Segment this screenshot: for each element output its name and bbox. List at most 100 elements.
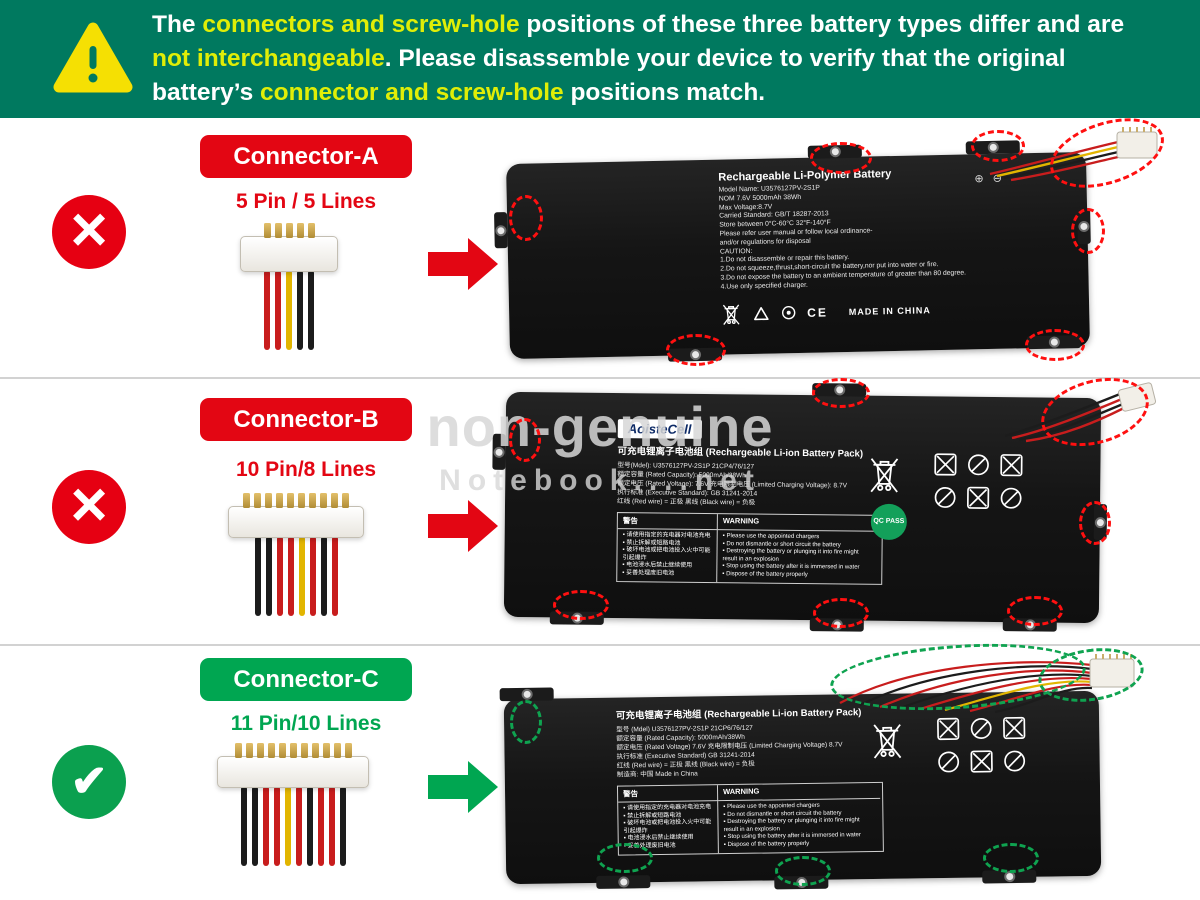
mount-tab bbox=[494, 212, 508, 249]
pin bbox=[276, 493, 283, 508]
wire bbox=[264, 270, 270, 350]
not-compatible-icon: × bbox=[52, 470, 126, 544]
wire bbox=[284, 786, 291, 866]
prohibition-icon bbox=[1004, 750, 1026, 772]
text-line: Dispose of the battery properly bbox=[722, 571, 874, 580]
connector-c-photo bbox=[217, 743, 369, 866]
qc-pass-sticker: QC PASS bbox=[870, 503, 908, 541]
screw-hole-highlight bbox=[510, 700, 542, 744]
prohibition-icon bbox=[970, 750, 993, 773]
battery-c-image: 可充电锂离子电池组 (Rechargeable Li-ion Battery P… bbox=[499, 687, 1102, 890]
not-compatible-icon: × bbox=[52, 195, 126, 269]
connector-c-pin-count: 11 Pin/10 Lines bbox=[230, 712, 382, 735]
banner-text-segment: positions match. bbox=[563, 79, 766, 106]
connector-pins bbox=[234, 743, 352, 758]
battery-a-image: Rechargeable Li-Polymer Battery Model Na… bbox=[494, 140, 1091, 362]
pin bbox=[265, 493, 272, 508]
wire bbox=[297, 270, 303, 350]
wire bbox=[254, 536, 261, 616]
battery-a-icons: CE MADE IN CHINA bbox=[721, 295, 1009, 327]
pin bbox=[254, 493, 261, 508]
row-connector-c: Connector-C 11 Pin/10 Lines ✔ 可充电锂离子电池组 … bbox=[0, 636, 1200, 900]
warning-header-cn: 警告 bbox=[617, 513, 718, 531]
pin bbox=[333, 743, 341, 758]
wire bbox=[287, 536, 294, 616]
screw-hole-highlight bbox=[983, 843, 1039, 873]
pin bbox=[331, 493, 338, 508]
pin bbox=[274, 223, 282, 238]
crossed-bin-icon bbox=[873, 724, 902, 759]
wire bbox=[265, 536, 272, 616]
banner-text-segment: positions of these three battery types d… bbox=[519, 11, 1125, 38]
pin bbox=[263, 223, 271, 238]
warning-list-cn: 请使用指定的充电器对电池充电禁止拆解或短路电池破坏电池或把电池投入火中可能引起爆… bbox=[617, 529, 718, 582]
prohibition-icon bbox=[1000, 454, 1023, 477]
warning-list-en: Please use the appointed chargersDo not … bbox=[718, 799, 881, 853]
connector-housing bbox=[217, 756, 369, 788]
made-in-china-text: MADE IN CHINA bbox=[848, 304, 931, 317]
screw-hole-highlight bbox=[509, 418, 541, 462]
warning-list-en: Please use the appointed chargersDo not … bbox=[717, 530, 880, 583]
connector-pins bbox=[243, 493, 349, 508]
connector-pins bbox=[263, 223, 315, 238]
connector-a-photo bbox=[240, 223, 338, 350]
crossed-bin-icon bbox=[870, 458, 899, 493]
wire-bundle-a bbox=[989, 127, 1158, 182]
battery-a-print: Rechargeable Li-Polymer Battery Model Na… bbox=[718, 166, 1009, 328]
arrow-right-icon bbox=[428, 761, 498, 813]
text-line: 请使用指定的充电器对电池充电 bbox=[623, 804, 712, 813]
prohibition-icon bbox=[970, 718, 992, 739]
warning-triangle-icon bbox=[53, 22, 133, 93]
wire bbox=[339, 786, 346, 866]
screw-hole-highlight bbox=[1071, 208, 1105, 254]
pin bbox=[267, 743, 275, 758]
text-line: 红线 (Red wire) = 正极 黑线 (Black wire) = 负极 bbox=[617, 498, 756, 507]
banner-text: The connectors and screw-hole positions … bbox=[152, 8, 1164, 110]
screw-hole-highlight bbox=[813, 598, 869, 628]
cross-glyph: × bbox=[70, 468, 108, 540]
pin bbox=[322, 743, 330, 758]
crossed-bin-icon bbox=[722, 304, 740, 325]
connector-b-pin-count: 10 Pin/8 Lines bbox=[235, 458, 377, 481]
wire bbox=[328, 786, 335, 866]
wire bbox=[286, 270, 292, 350]
wire bbox=[275, 270, 281, 350]
row-connector-a: Connector-A 5 Pin / 5 Lines × Rechargeab… bbox=[0, 105, 1200, 378]
prohibition-icon bbox=[937, 717, 960, 741]
wire-bundle-c bbox=[839, 654, 1135, 714]
pin bbox=[285, 223, 293, 238]
connector-a-label: Connector-A bbox=[200, 135, 412, 178]
wire bbox=[306, 786, 313, 866]
connector-b-label: Connector-B bbox=[200, 398, 412, 441]
connector-wires bbox=[264, 270, 314, 350]
banner-text-segment: The bbox=[152, 11, 203, 38]
wire bbox=[309, 536, 316, 616]
section-divider bbox=[0, 377, 1200, 379]
pin bbox=[245, 743, 253, 758]
text-line: 破坏电池或把电池投入火中可能引起爆炸 bbox=[622, 547, 711, 563]
connector-wires bbox=[254, 536, 338, 616]
mount-tab bbox=[596, 875, 651, 889]
warning-table: 警告 WARNING 请使用指定的充电器对电池充电禁止拆解或短路电池破坏电池或把… bbox=[616, 512, 883, 585]
pin bbox=[342, 493, 349, 508]
screw-hole-highlight bbox=[1079, 501, 1111, 545]
pin bbox=[309, 493, 316, 508]
pin bbox=[296, 223, 304, 238]
wire bbox=[331, 536, 338, 616]
recycle-icon bbox=[754, 306, 769, 320]
row-connector-b: Connector-B 10 Pin/8 Lines × AoisteCell … bbox=[0, 366, 1200, 645]
pin bbox=[311, 743, 319, 758]
pin bbox=[256, 743, 264, 758]
connector-a-pin-count: 5 Pin / 5 Lines bbox=[235, 190, 377, 213]
wire bbox=[320, 536, 327, 616]
prohibition-icon bbox=[968, 454, 989, 476]
banner-text-segment: not interchangeable bbox=[152, 45, 385, 72]
prohibition-icons bbox=[936, 716, 1027, 774]
connector-housing bbox=[228, 506, 364, 538]
screw-hole-highlight bbox=[666, 334, 726, 366]
pin bbox=[278, 743, 286, 758]
screw-hole-highlight bbox=[971, 130, 1025, 162]
screw-hole-highlight bbox=[509, 195, 543, 241]
wire bbox=[298, 536, 305, 616]
text-line: Destroying the battery or plunging it in… bbox=[722, 548, 874, 565]
